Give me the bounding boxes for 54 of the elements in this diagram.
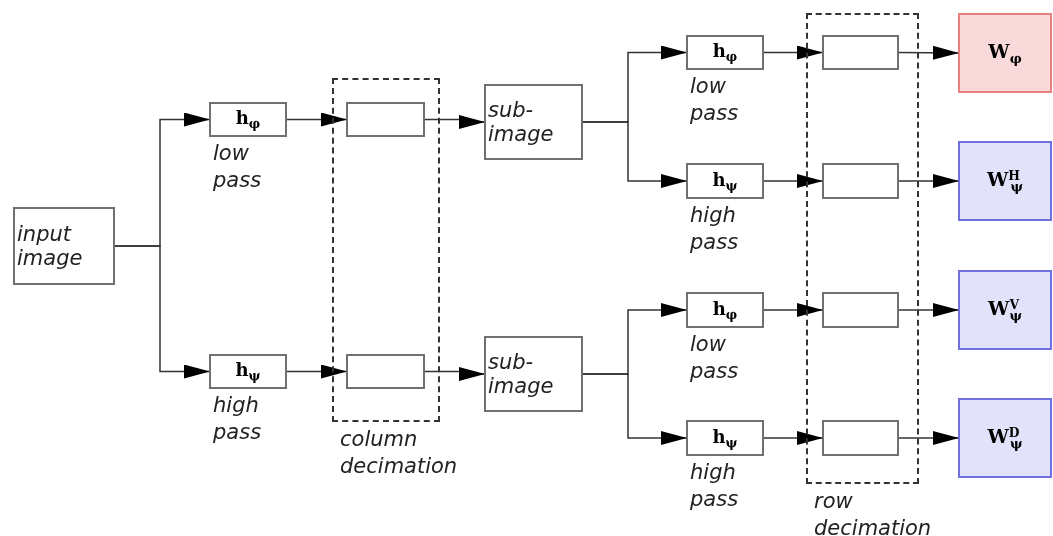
filter-box xyxy=(209,102,287,137)
filter-label: high pass xyxy=(690,202,740,257)
filter-box xyxy=(686,292,764,328)
arrow xyxy=(582,373,687,445)
filter-box xyxy=(686,35,764,70)
arrow xyxy=(286,364,347,379)
arrow xyxy=(898,174,959,188)
dashed-group-box xyxy=(332,78,440,422)
node-text: h$_{ψ}$ xyxy=(712,168,738,194)
arrow xyxy=(763,431,823,445)
output-box xyxy=(958,270,1052,350)
decimation-box xyxy=(822,35,899,70)
arrow xyxy=(763,174,823,188)
node-text: h$_{φ}$ xyxy=(712,297,738,323)
decimation-box xyxy=(822,163,899,199)
arrow xyxy=(286,112,347,127)
filter-box xyxy=(686,420,764,456)
node-text: h$_{ψ}$ xyxy=(712,425,738,451)
filter-label: high pass xyxy=(213,392,263,447)
process-box xyxy=(13,207,115,285)
dashed-group-box xyxy=(806,13,919,484)
group-caption: column decimation xyxy=(340,426,459,481)
process-box xyxy=(484,336,583,412)
decimation-box xyxy=(822,420,899,456)
output-box xyxy=(958,398,1052,478)
arrow xyxy=(114,245,210,379)
output-box xyxy=(958,141,1052,221)
arrow xyxy=(898,45,959,60)
node-text: input image xyxy=(17,221,84,271)
node-text: sub-image xyxy=(488,97,555,147)
arrow xyxy=(424,367,485,381)
node-text: h$_{ψ}$ xyxy=(235,359,261,384)
filter-box xyxy=(686,163,764,199)
arrow xyxy=(582,121,687,188)
filter-label: low pass xyxy=(213,140,263,195)
filter-label: high pass xyxy=(690,459,740,514)
node-text: sub-image xyxy=(488,349,555,399)
group-caption: row decimation xyxy=(814,488,933,536)
filter-label: low pass xyxy=(690,73,740,128)
filter-box xyxy=(209,354,287,389)
decimation-box xyxy=(346,354,425,389)
decimation-box xyxy=(346,102,425,137)
filter-label: low pass xyxy=(690,331,740,386)
arrow xyxy=(763,45,823,60)
decimation-box xyxy=(822,292,899,328)
arrow xyxy=(898,431,959,445)
node-text: h$_{φ}$ xyxy=(235,107,261,132)
process-box xyxy=(484,84,583,160)
node-text: h$_{φ}$ xyxy=(712,40,738,65)
arrow xyxy=(763,303,823,317)
arrow xyxy=(898,303,959,317)
output-box xyxy=(958,13,1052,93)
node-text: W$_{φ}$ xyxy=(988,40,1022,66)
arrow xyxy=(424,115,485,129)
